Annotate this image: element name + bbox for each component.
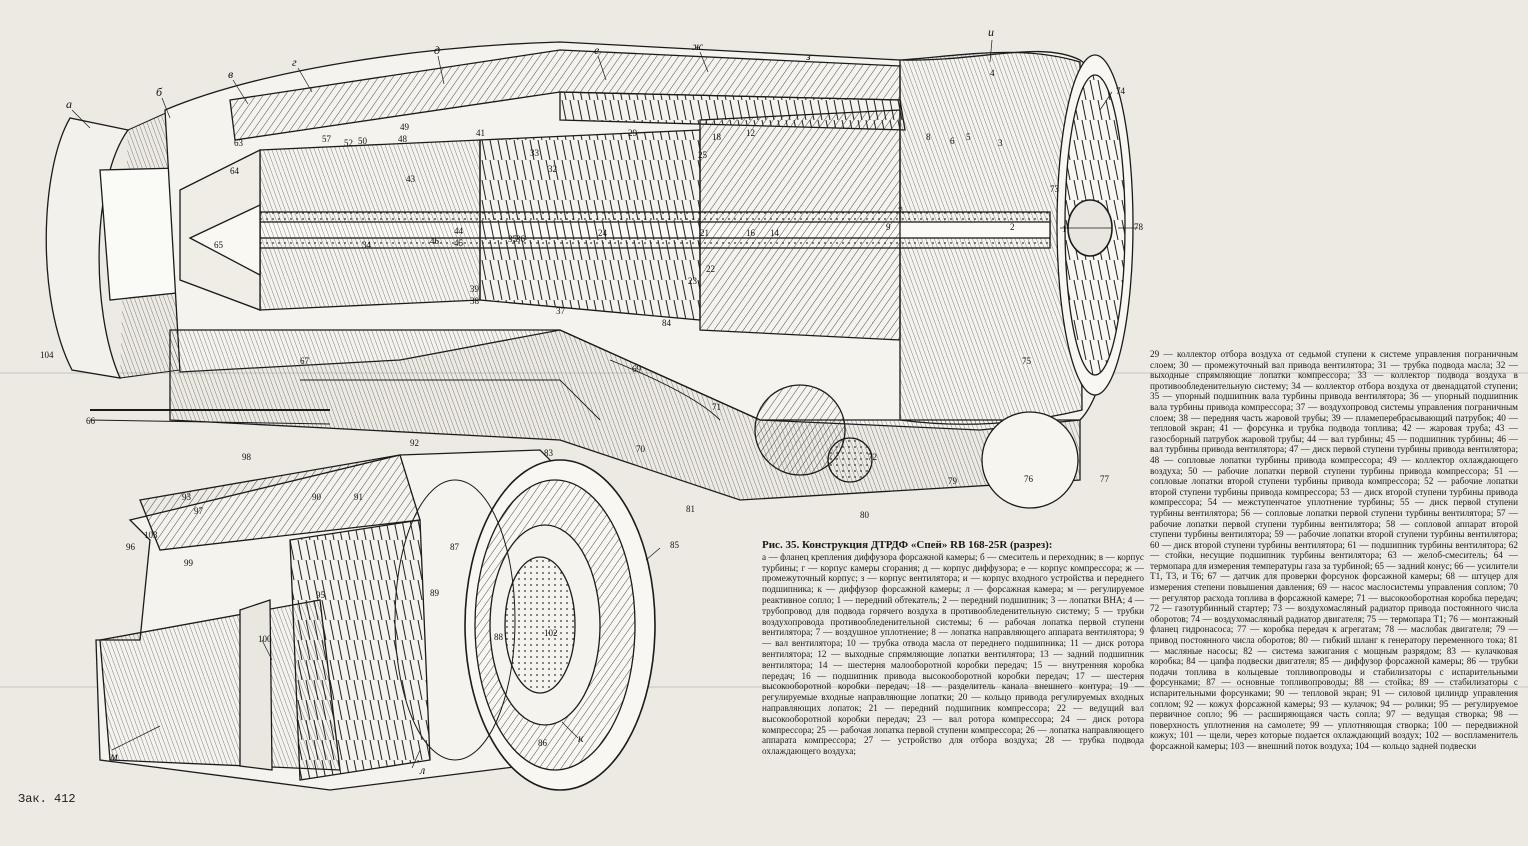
num-36: 36 bbox=[516, 234, 526, 244]
letter-labels: а б в г д е ж з и к л м bbox=[66, 25, 994, 777]
num-6: 6 bbox=[950, 136, 955, 146]
num-9: 9 bbox=[886, 222, 891, 232]
num-16: 16 bbox=[746, 228, 756, 238]
caption-legend: а — фланец крепления диффузора форсажной… bbox=[762, 551, 1144, 757]
num-100: 100 bbox=[258, 634, 272, 644]
num-91: 91 bbox=[354, 492, 363, 502]
num-37: 37 bbox=[556, 306, 566, 316]
num-4: 4 bbox=[990, 68, 995, 78]
legend-continued: 29 — коллектор отбора воздуха от седьмой… bbox=[1150, 349, 1518, 751]
num-64: 64 bbox=[230, 166, 240, 176]
afterburner-cutaway bbox=[95, 449, 661, 791]
num-57: 57 bbox=[322, 134, 332, 144]
label-i: и bbox=[988, 25, 994, 39]
num-29: 29 bbox=[628, 128, 638, 138]
num-73: 73 bbox=[1050, 184, 1060, 194]
num-1: 1 bbox=[1062, 224, 1067, 234]
label-v: в bbox=[228, 67, 233, 81]
num-18: 18 bbox=[712, 132, 722, 142]
label-e: е bbox=[594, 43, 600, 57]
num-3: 3 bbox=[998, 138, 1003, 148]
num-52: 52 bbox=[344, 138, 353, 148]
num-70: 70 bbox=[636, 444, 646, 454]
num-43: 43 bbox=[406, 174, 416, 184]
num-39: 39 bbox=[470, 284, 480, 294]
num-8: 8 bbox=[926, 132, 931, 142]
num-35: 35 bbox=[508, 234, 518, 244]
num-44: 44 bbox=[454, 226, 464, 236]
num-76: 76 bbox=[1024, 474, 1034, 484]
num-88: 88 bbox=[494, 632, 504, 642]
num-89: 89 bbox=[430, 588, 440, 598]
num-85: 85 bbox=[670, 540, 680, 550]
num-50: 50 bbox=[358, 136, 368, 146]
num-99: 99 bbox=[184, 558, 194, 568]
num-48: 48 bbox=[398, 134, 408, 144]
num-32: 32 bbox=[548, 164, 557, 174]
num-83: 83 bbox=[544, 448, 554, 458]
num-79: 79 bbox=[948, 476, 958, 486]
num-98: 98 bbox=[242, 452, 252, 462]
num-2: 2 bbox=[1010, 222, 1015, 232]
label-m: м bbox=[109, 749, 118, 763]
num-66: 66 bbox=[86, 416, 96, 426]
num-5: 5 bbox=[966, 132, 971, 142]
num-46: 46 bbox=[430, 236, 440, 246]
num-69: 69 bbox=[632, 364, 642, 374]
num-84: 84 bbox=[662, 318, 672, 328]
label-d: д bbox=[434, 43, 440, 57]
num-87: 87 bbox=[450, 542, 460, 552]
number-labels-upper: 74 78 4 3 5 6 8 12 18 25 29 33 32 41 49 … bbox=[40, 68, 1144, 520]
num-86: 86 bbox=[538, 738, 548, 748]
num-90: 90 bbox=[312, 492, 322, 502]
label-a: а bbox=[66, 97, 72, 111]
num-80: 80 bbox=[860, 510, 870, 520]
num-95: 95 bbox=[316, 590, 326, 600]
num-7: 7 bbox=[898, 206, 903, 216]
num-41: 41 bbox=[476, 128, 485, 138]
num-24: 24 bbox=[598, 228, 608, 238]
num-21: 21 bbox=[700, 228, 709, 238]
num-45: 45 bbox=[454, 238, 464, 248]
figure-caption: Рис. 35. Конструкция ДТРДФ «Спей» RB 168… bbox=[762, 540, 1144, 757]
label-k: к bbox=[578, 731, 584, 745]
num-102: 102 bbox=[544, 628, 558, 638]
num-34: 34 bbox=[362, 240, 372, 250]
main-engine-body bbox=[45, 39, 1138, 509]
num-33: 33 bbox=[530, 148, 540, 158]
num-74: 74 bbox=[1116, 86, 1126, 96]
label-zh: ж bbox=[692, 39, 703, 53]
num-75: 75 bbox=[1022, 356, 1032, 366]
num-93: 93 bbox=[182, 492, 192, 502]
num-22: 22 bbox=[706, 264, 715, 274]
num-71: 71 bbox=[712, 402, 721, 412]
caption-title: Рис. 35. Конструкция ДТРДФ «Спей» RB 168… bbox=[762, 539, 1053, 551]
label-l: л bbox=[419, 763, 425, 777]
num-104: 104 bbox=[40, 350, 54, 360]
label-z: з bbox=[805, 49, 811, 63]
order-number: Зак. 412 bbox=[18, 792, 76, 806]
num-78: 78 bbox=[1134, 222, 1144, 232]
num-67: 67 bbox=[300, 356, 310, 366]
label-g: г bbox=[292, 55, 297, 69]
num-25: 25 bbox=[698, 150, 708, 160]
num-49: 49 bbox=[400, 122, 410, 132]
num-63: 63 bbox=[234, 138, 244, 148]
number-labels-lower: 98 93 97 96 103 99 90 91 85 87 89 88 102… bbox=[126, 452, 680, 748]
num-23: 23 bbox=[688, 276, 698, 286]
num-92: 92 bbox=[410, 438, 419, 448]
num-77: 77 bbox=[1100, 474, 1110, 484]
num-12: 12 bbox=[746, 128, 755, 138]
label-b: б bbox=[156, 85, 163, 99]
num-97: 97 bbox=[194, 506, 204, 516]
num-38: 38 bbox=[470, 296, 480, 306]
num-81: 81 bbox=[686, 504, 695, 514]
num-96: 96 bbox=[126, 542, 136, 552]
num-65: 65 bbox=[214, 240, 224, 250]
num-103: 103 bbox=[144, 530, 158, 540]
num-14: 14 bbox=[770, 228, 780, 238]
num-72: 72 bbox=[868, 452, 877, 462]
